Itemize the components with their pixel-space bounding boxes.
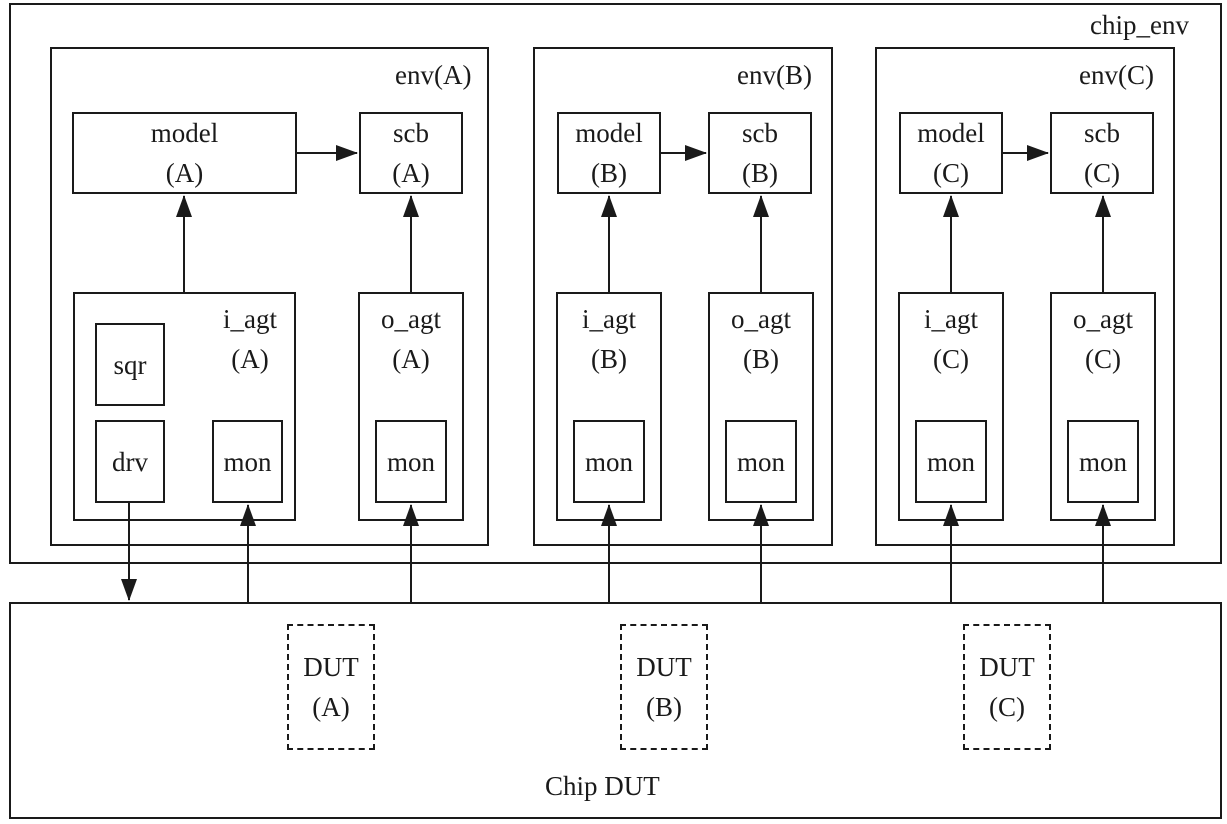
o-agt-a-name: o_agt xyxy=(381,304,441,334)
model-a-name: model xyxy=(150,118,219,148)
i-agt-a xyxy=(73,292,296,521)
o-mon-a-label: mon xyxy=(386,446,435,477)
sqr-a xyxy=(95,323,165,406)
scb-c-id: (C) xyxy=(1084,158,1120,188)
scb-a-id: (A) xyxy=(392,158,430,188)
model-c-text: model (C) xyxy=(899,112,1003,194)
o-mon-c-label: mon xyxy=(1078,446,1127,477)
chip-env-container xyxy=(9,3,1222,564)
i-agt-b-text: i_agt (B) xyxy=(556,298,662,380)
model-b-name: model xyxy=(575,118,643,148)
model-a-id: (A) xyxy=(165,158,204,188)
o-agt-b-id: (B) xyxy=(743,344,779,374)
i-mon-a-label: mon xyxy=(223,446,272,477)
sqr-a-text: sqr xyxy=(95,323,165,406)
o-agt-c-id: (C) xyxy=(1085,344,1121,374)
i-agt-a-name: i_agt xyxy=(223,304,277,334)
drv-a-text: drv xyxy=(95,420,165,503)
o-mon-a xyxy=(375,420,447,503)
sqr-a-label: sqr xyxy=(113,349,147,380)
env-b xyxy=(533,47,833,546)
model-c-id: (C) xyxy=(933,158,969,188)
o-agt-c-text: o_agt (C) xyxy=(1050,298,1156,380)
i-mon-b-text: mon xyxy=(573,420,645,503)
i-mon-a xyxy=(212,420,283,503)
scb-a-name: scb xyxy=(393,118,429,148)
model-b-text: model (B) xyxy=(557,112,661,194)
dut-a-text: DUT (A) xyxy=(287,624,375,750)
scb-b-id: (B) xyxy=(742,158,778,188)
chip-dut-container xyxy=(9,602,1222,819)
o-agt-a-id: (A) xyxy=(392,344,430,374)
o-agt-a-text: o_agt (A) xyxy=(358,298,464,380)
o-mon-b xyxy=(725,420,797,503)
dut-a xyxy=(287,624,375,750)
env-c-label: env(C) xyxy=(1079,60,1154,90)
model-a xyxy=(72,112,297,194)
scb-b-name: scb xyxy=(742,118,778,148)
dut-c-name: DUT xyxy=(979,652,1035,682)
o-mon-a-text: mon xyxy=(375,420,447,503)
drv-a xyxy=(95,420,165,503)
dut-b-id: (B) xyxy=(646,692,682,722)
dut-a-name: DUT xyxy=(303,652,359,682)
scb-a xyxy=(359,112,463,194)
env-a-label: env(A) xyxy=(395,60,472,90)
dut-c-text: DUT (C) xyxy=(963,624,1051,750)
dut-c xyxy=(963,624,1051,750)
model-b xyxy=(557,112,661,194)
scb-c-text: scb (C) xyxy=(1050,112,1154,194)
dut-b xyxy=(620,624,708,750)
scb-b-text: scb (B) xyxy=(708,112,812,194)
dut-b-text: DUT (B) xyxy=(620,624,708,750)
scb-b xyxy=(708,112,812,194)
o-mon-c-text: mon xyxy=(1067,420,1139,503)
env-c xyxy=(875,47,1175,546)
env-a xyxy=(50,47,489,546)
model-b-id: (B) xyxy=(591,158,627,188)
model-c-name: model xyxy=(917,118,985,148)
scb-a-text: scb (A) xyxy=(359,112,463,194)
i-mon-b-label: mon xyxy=(584,446,633,477)
i-agt-b-name: i_agt xyxy=(582,304,636,334)
o-agt-b-name: o_agt xyxy=(731,304,791,334)
i-agt-c-id: (C) xyxy=(933,344,969,374)
scb-c xyxy=(1050,112,1154,194)
chip-dut-label: Chip DUT xyxy=(545,771,660,801)
i-mon-c-label: mon xyxy=(926,446,975,477)
i-agt-c-name: i_agt xyxy=(924,304,978,334)
i-mon-a-text: mon xyxy=(212,420,283,503)
i-agt-a-id: (A) xyxy=(231,344,269,374)
dut-c-id: (C) xyxy=(989,692,1025,722)
o-mon-b-text: mon xyxy=(725,420,797,503)
model-a-text: model (A) xyxy=(72,112,297,194)
i-mon-b xyxy=(573,420,645,503)
o-agt-c-name: o_agt xyxy=(1073,304,1133,334)
i-mon-c-text: mon xyxy=(915,420,987,503)
env-b-label: env(B) xyxy=(737,60,812,90)
model-c xyxy=(899,112,1003,194)
chip-env-label: chip_env xyxy=(1090,10,1189,40)
i-mon-c xyxy=(915,420,987,503)
scb-c-name: scb xyxy=(1084,118,1120,148)
o-mon-b-label: mon xyxy=(736,446,785,477)
dut-b-name: DUT xyxy=(636,652,692,682)
o-mon-c xyxy=(1067,420,1139,503)
drv-a-label: drv xyxy=(112,446,148,477)
i-agt-b-id: (B) xyxy=(591,344,627,374)
i-agt-c-text: i_agt (C) xyxy=(898,298,1004,380)
o-agt-b-text: o_agt (B) xyxy=(708,298,814,380)
dut-a-id: (A) xyxy=(312,692,350,722)
i-agt-a-text: i_agt (A) xyxy=(210,298,290,380)
